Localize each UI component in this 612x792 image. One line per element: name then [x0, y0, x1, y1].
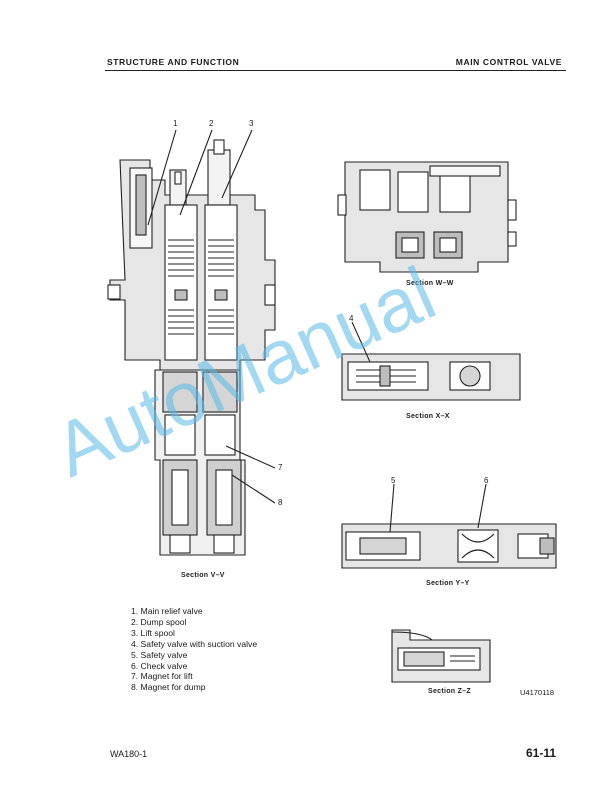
legend-item: 5. Safety valve: [131, 649, 188, 660]
section-w-drawing: [337, 161, 517, 273]
legend-item: 8. Magnet for dump: [131, 682, 206, 693]
figure-code: U4170118: [520, 688, 555, 697]
section-y-drawing: [341, 483, 557, 569]
legend-item: 4. Safety valve with suction valve: [131, 638, 258, 649]
header-rule: [105, 70, 566, 71]
legend-item: 1. Main relief valve: [131, 606, 203, 616]
legend-item: 3. Lift spool: [131, 627, 175, 638]
section-v-drawing: [107, 129, 276, 556]
callout-3: 3: [249, 119, 254, 128]
page-number: 61-11: [526, 746, 557, 760]
legend-item: 6. Check valve: [131, 660, 188, 671]
callout-7: 7: [278, 463, 283, 472]
section-w-caption: Section W–W: [406, 280, 454, 287]
section-y-caption: Section Y–Y: [426, 580, 470, 587]
parts-legend: 1. Main relief valve 2. Dump spool 3. Li…: [131, 606, 257, 693]
section-z-caption: Section Z–Z: [428, 688, 471, 695]
callout-4: 4: [349, 314, 354, 323]
callout-2: 2: [209, 119, 214, 128]
callout-6: 6: [484, 476, 489, 485]
section-header: STRUCTURE AND FUNCTION: [107, 57, 240, 67]
section-x-drawing: [341, 321, 521, 401]
callout-5: 5: [391, 476, 396, 485]
callout-8: 8: [278, 498, 283, 507]
topic-header: MAIN CONTROL VALVE: [455, 57, 562, 67]
callout-1: 1: [173, 119, 178, 128]
section-z-drawing: [391, 629, 491, 683]
section-v-caption: Section V–V: [181, 572, 225, 579]
model-number: WA180-1: [110, 749, 148, 759]
legend-item: 7. Magnet for lift: [131, 671, 193, 682]
section-x-caption: Section X–X: [406, 413, 450, 420]
legend-item: 2. Dump spool: [131, 616, 187, 627]
